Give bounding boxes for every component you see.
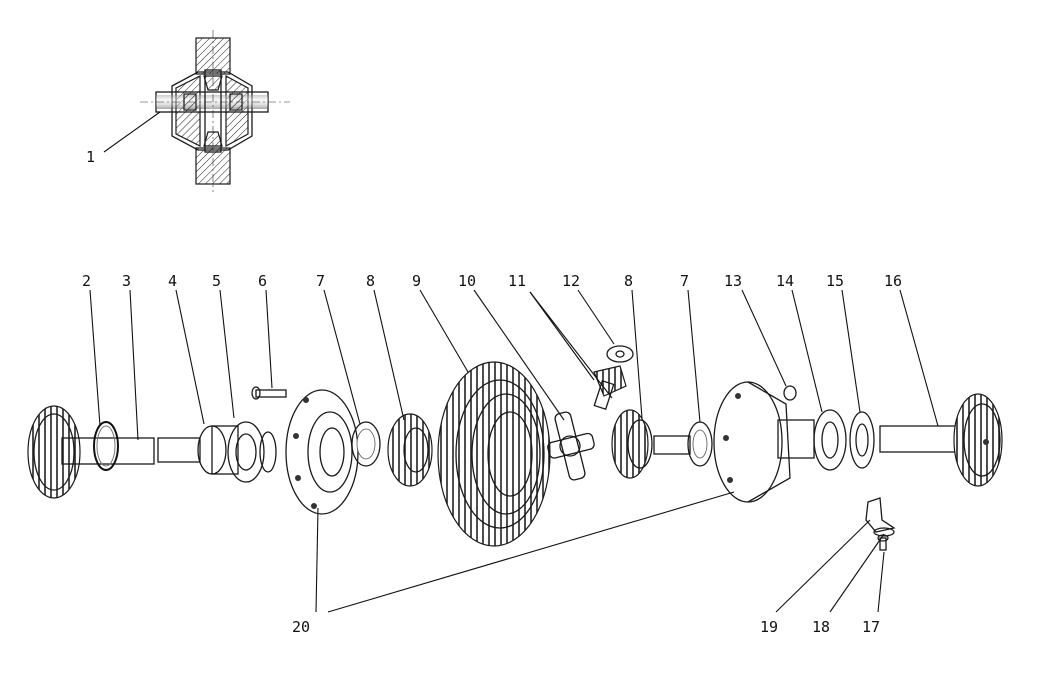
callout-9: 9 — [412, 272, 421, 290]
left-bearing-assembly — [157, 421, 277, 483]
section-view-differential — [140, 30, 290, 192]
lock-nut — [783, 385, 797, 401]
ring-gear — [437, 361, 551, 547]
callout-18: 18 — [812, 618, 830, 636]
callout-3: 3 — [122, 272, 131, 290]
callout-5: 5 — [212, 272, 221, 290]
thrust-washer-right — [687, 421, 713, 467]
left-axle-shaft-gear — [27, 405, 155, 499]
callout-8-right: 8 — [624, 272, 633, 290]
callout-1: 1 — [86, 148, 95, 166]
callout-4: 4 — [168, 272, 177, 290]
callout-13: 13 — [724, 272, 742, 290]
callout-19: 19 — [760, 618, 778, 636]
differential-spider — [547, 411, 595, 481]
pinion-gear-set — [593, 345, 634, 411]
side-gear-left — [387, 413, 433, 487]
leader-lines — [89, 111, 939, 613]
right-bearing-assembly — [813, 409, 875, 471]
callout-20: 20 — [292, 618, 310, 636]
side-gear-right — [611, 409, 691, 479]
callout-16: 16 — [884, 272, 902, 290]
thrust-washer-left — [351, 421, 381, 467]
right-axle-shaft-gear — [879, 393, 1003, 487]
callout-labels: 1 2 3 4 5 6 7 8 9 10 11 12 8 7 13 14 15 … — [82, 148, 902, 636]
bolt — [251, 386, 287, 400]
left-differential-housing — [285, 389, 359, 515]
callout-7-left: 7 — [316, 272, 325, 290]
callout-8-left: 8 — [366, 272, 375, 290]
callout-11: 11 — [508, 272, 526, 290]
callout-6: 6 — [258, 272, 267, 290]
right-differential-housing — [713, 381, 815, 503]
callout-2: 2 — [82, 272, 91, 290]
callout-14: 14 — [776, 272, 794, 290]
lock-plate-hardware — [865, 497, 896, 551]
callout-15: 15 — [826, 272, 844, 290]
callout-7-right: 7 — [680, 272, 689, 290]
callout-17: 17 — [862, 618, 880, 636]
callout-10: 10 — [458, 272, 476, 290]
callout-12: 12 — [562, 272, 580, 290]
